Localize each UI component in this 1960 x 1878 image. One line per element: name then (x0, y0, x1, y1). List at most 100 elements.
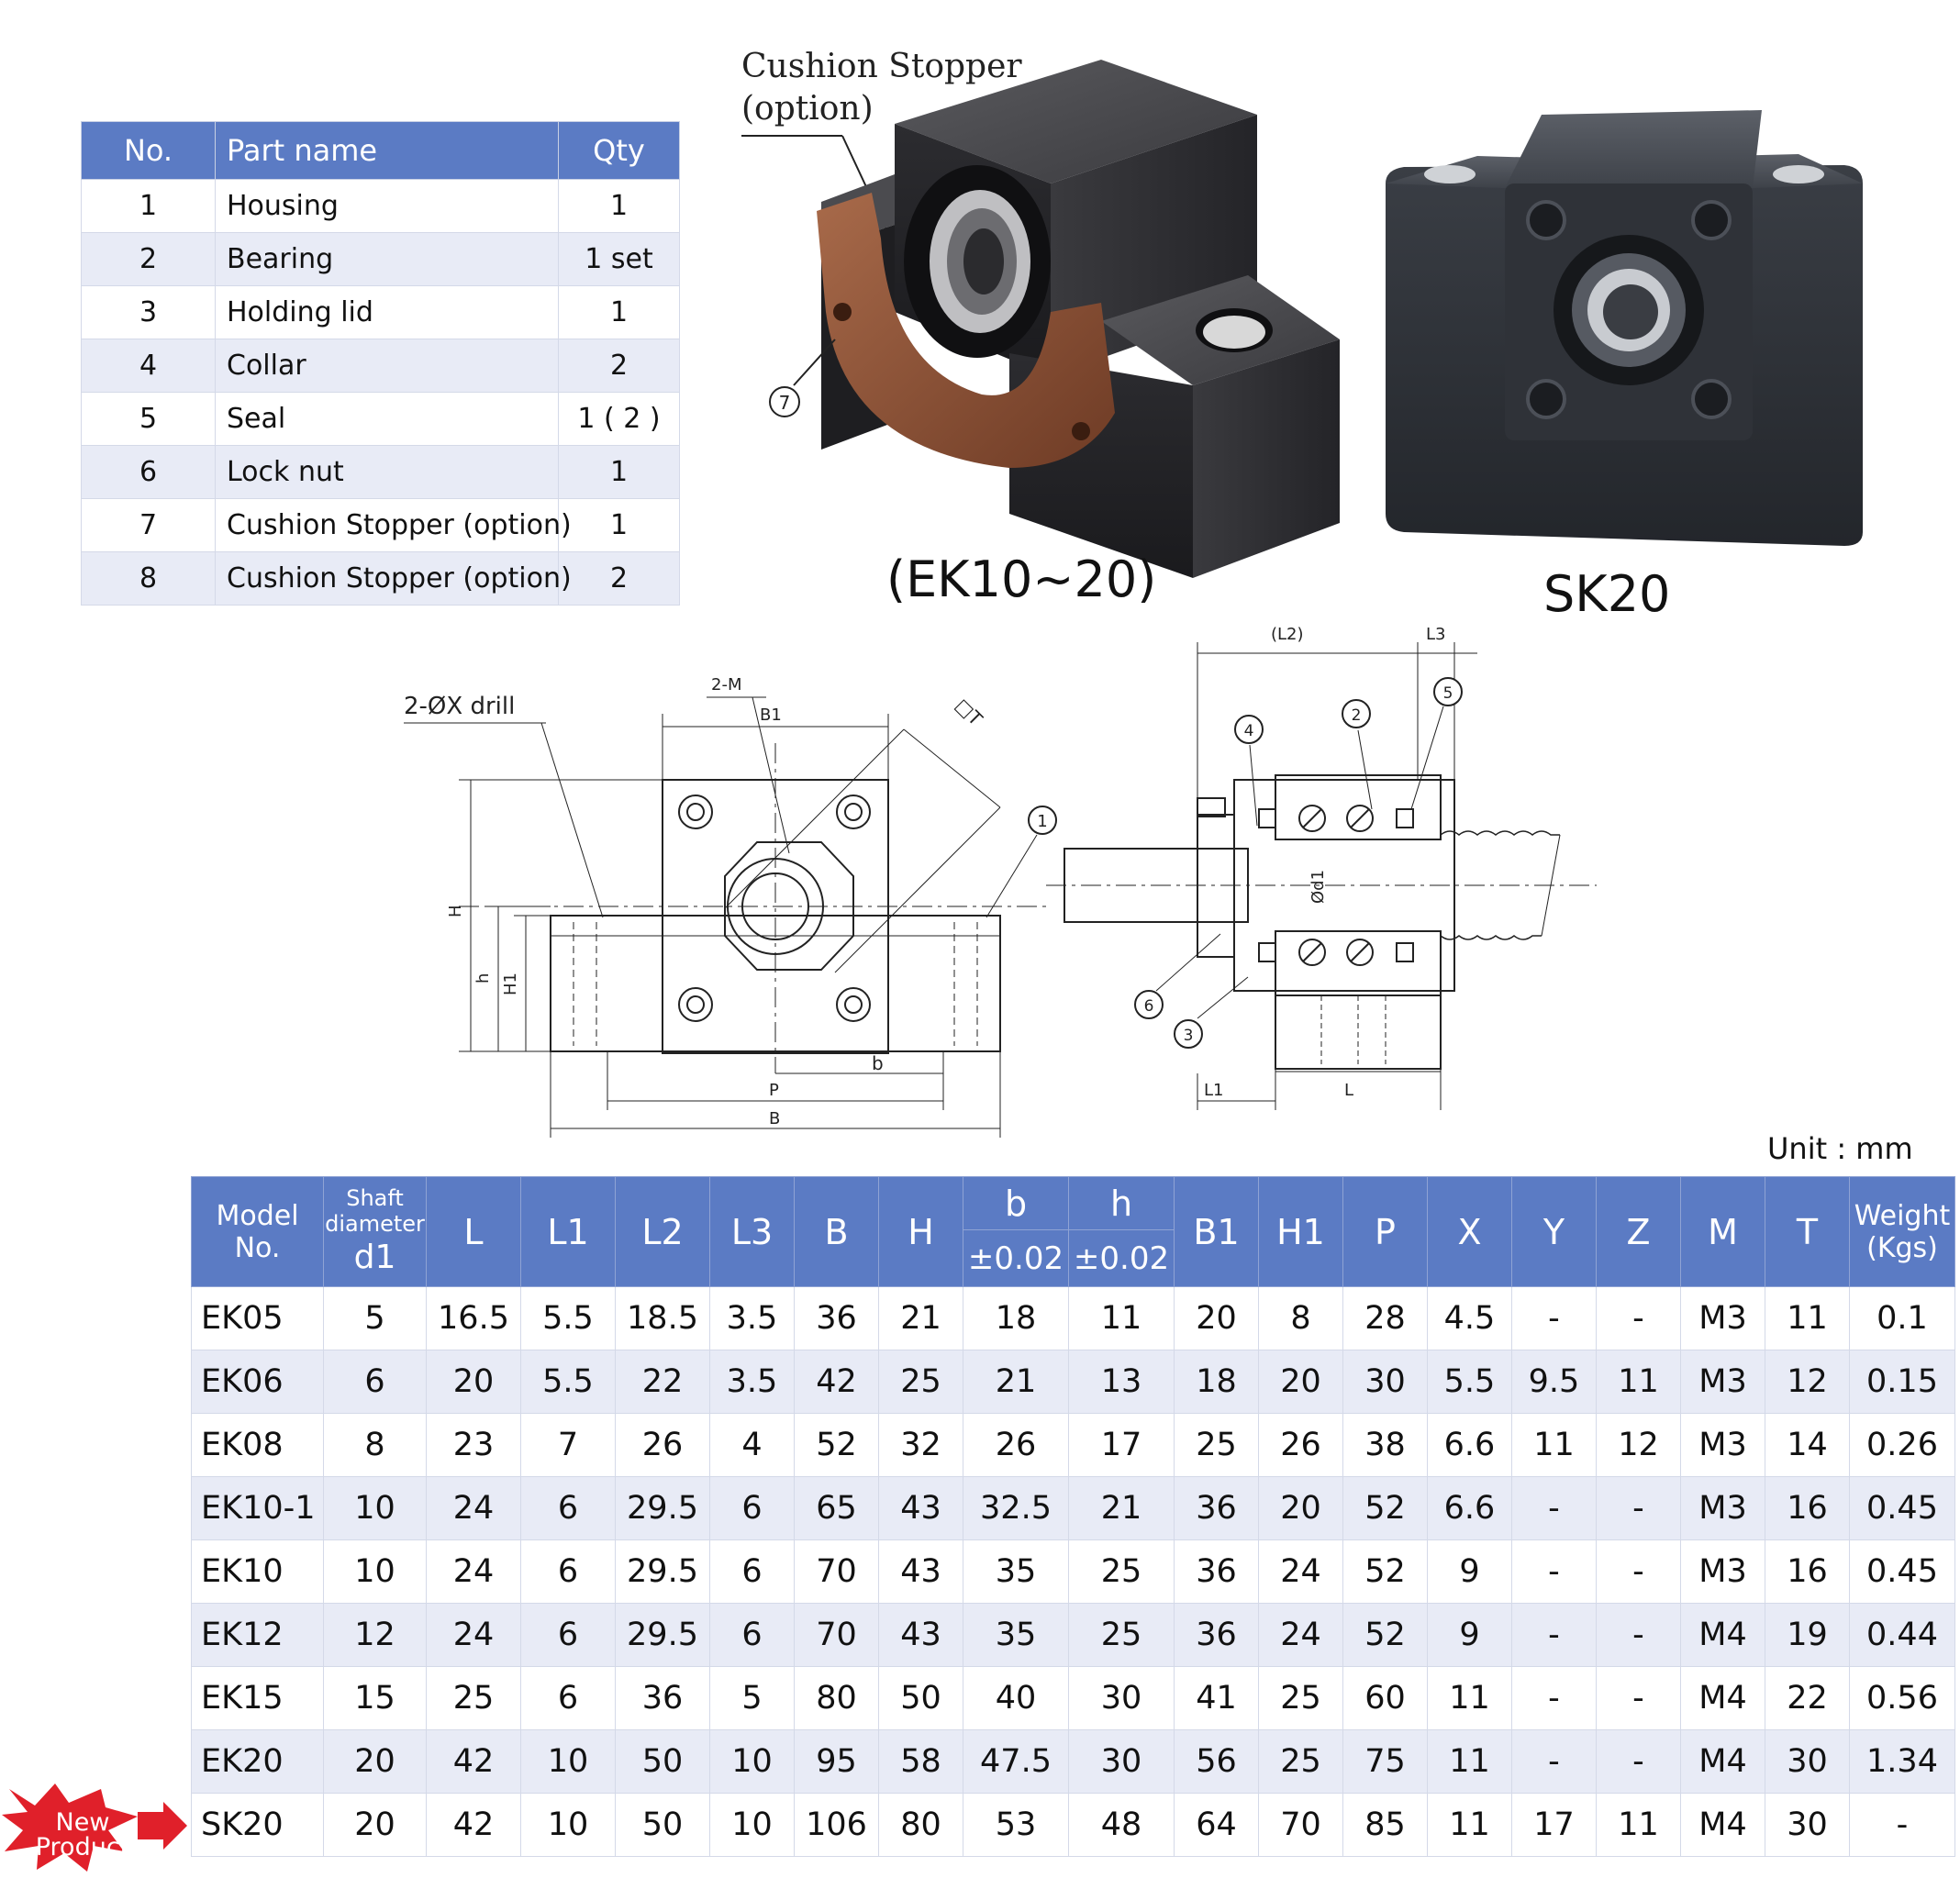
spec-cell: 6.6 (1427, 1413, 1512, 1477)
spec-cell: 17 (1511, 1793, 1597, 1857)
spec-cell-model: EK10 (191, 1539, 324, 1604)
spec-header-y: Y (1511, 1176, 1597, 1287)
spec-cell: 24 (426, 1603, 521, 1667)
spec-cell: 5 (709, 1666, 795, 1730)
parts-cell-qty: 1 (558, 285, 680, 339)
spec-cell: M3 (1680, 1539, 1765, 1604)
spec-cell: - (1511, 1603, 1597, 1667)
b-small-label: b (872, 1052, 884, 1074)
spec-cell: 21 (1068, 1476, 1175, 1540)
h-small-label: h (473, 973, 493, 983)
callout-2-text: 2 (1352, 706, 1362, 725)
spec-cell: 25 (426, 1666, 521, 1730)
m-label: 2-M (711, 675, 741, 695)
spec-cell: 17 (1068, 1413, 1175, 1477)
spec-cell: 38 (1342, 1413, 1428, 1477)
d1-label: Ød1 (1309, 870, 1328, 904)
spec-cell: M4 (1680, 1793, 1765, 1857)
spec-cell: 0.26 (1849, 1413, 1955, 1477)
spec-cell: 21 (878, 1286, 963, 1350)
spec-cell: 53 (963, 1793, 1069, 1857)
parts-cell-name: Holding lid (215, 285, 559, 339)
l-label: L (1344, 1081, 1353, 1100)
spec-cell: 6 (520, 1476, 616, 1540)
spec-cell: 36 (794, 1286, 879, 1350)
spec-cell: 26 (1258, 1413, 1343, 1477)
parts-cell-no: 4 (81, 339, 216, 393)
spec-cell: 85 (1342, 1793, 1428, 1857)
spec-cell: 11 (1427, 1666, 1512, 1730)
spec-cell-model: EK05 (191, 1286, 324, 1350)
parts-cell-no: 8 (81, 551, 216, 606)
spec-cell: 15 (323, 1666, 427, 1730)
spec-cell: - (1849, 1793, 1955, 1857)
spec-header-h-big: H (878, 1176, 963, 1287)
spec-cell: 12 (1596, 1413, 1681, 1477)
spec-cell: 8 (1258, 1286, 1343, 1350)
spec-cell: 6 (520, 1603, 616, 1667)
spec-cell: 36 (1174, 1476, 1259, 1540)
spec-cell: 9.5 (1511, 1350, 1597, 1414)
spec-cell: 26 (615, 1413, 710, 1477)
spec-cell: 6 (520, 1539, 616, 1604)
parts-cell-no: 3 (81, 285, 216, 339)
drill-label: 2-ØX drill (404, 693, 515, 720)
p-label: P (769, 1081, 779, 1100)
spec-cell: 42 (794, 1350, 879, 1414)
spec-cell: 65 (794, 1476, 879, 1540)
parts-cell-qty: 1 (558, 179, 680, 233)
parts-cell-name: Collar (215, 339, 559, 393)
spec-header-h-tol: ±0.02 (1068, 1229, 1175, 1287)
spec-header-l: L (426, 1176, 521, 1287)
h-big-label: H (446, 905, 465, 917)
l3-label: L3 (1426, 625, 1445, 644)
spec-cell: - (1511, 1666, 1597, 1730)
spec-cell: 20 (1258, 1350, 1343, 1414)
spec-cell: 28 (1342, 1286, 1428, 1350)
spec-cell: 0.44 (1849, 1603, 1955, 1667)
weight-line1: Weight (1854, 1199, 1951, 1232)
parts-cell-qty: 1 (558, 445, 680, 499)
parts-cell-no: 7 (81, 498, 216, 552)
spec-cell: 10 (709, 1729, 795, 1794)
spec-header-shaft: Shaft diameter d1 (323, 1176, 427, 1287)
callout-1-text: 1 (1037, 812, 1047, 831)
spec-cell: 16 (1765, 1539, 1850, 1604)
parts-cell-qty: 1 ( 2 ) (558, 392, 680, 446)
spec-cell: 60 (1342, 1666, 1428, 1730)
spec-header-x: X (1427, 1176, 1512, 1287)
spec-cell: 5.5 (520, 1286, 616, 1350)
spec-cell: 12 (1765, 1350, 1850, 1414)
spec-cell: 30 (1765, 1793, 1850, 1857)
shaft-line2: diameter (325, 1210, 425, 1237)
spec-cell: - (1596, 1476, 1681, 1540)
spec-cell: 10 (709, 1793, 795, 1857)
spec-cell: 9 (1427, 1603, 1512, 1667)
spec-cell: 50 (878, 1666, 963, 1730)
spec-cell: 30 (1765, 1729, 1850, 1794)
spec-cell: 10 (520, 1793, 616, 1857)
spec-cell: 21 (963, 1350, 1069, 1414)
spec-cell-model: SK20 (191, 1793, 324, 1857)
callout-3-text: 3 (1184, 1027, 1194, 1045)
spec-cell: 70 (794, 1539, 879, 1604)
spec-header-t: T (1765, 1176, 1850, 1287)
spec-cell: 18.5 (615, 1286, 710, 1350)
spec-cell: 30 (1342, 1350, 1428, 1414)
front-view-drawing: 2-ØX drill 2-M B1 □T H h H1 b P B 1 (404, 675, 1057, 1138)
spec-cell: 25 (1258, 1666, 1343, 1730)
spec-header-l3: L3 (709, 1176, 795, 1287)
spec-cell: 30 (1068, 1666, 1175, 1730)
spec-cell: 16 (1765, 1476, 1850, 1540)
spec-cell: 36 (615, 1666, 710, 1730)
t-label: □T (951, 695, 987, 731)
sk20-product-image (1386, 110, 1863, 546)
